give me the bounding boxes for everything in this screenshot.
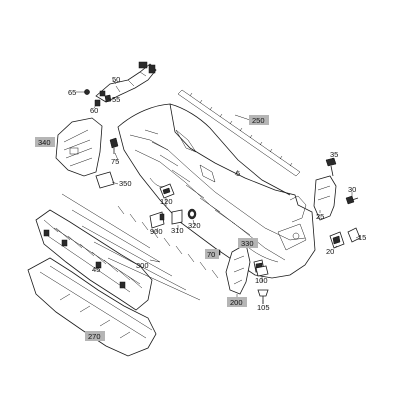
- svg-text:270: 270: [88, 332, 101, 341]
- clip-75[interactable]: [109, 137, 119, 154]
- label-65: 65: [68, 88, 76, 97]
- bolt-35[interactable]: [325, 157, 337, 177]
- clip-55[interactable]: [104, 94, 112, 103]
- label-30: 30: [348, 185, 356, 194]
- svg-text:330: 330: [241, 239, 254, 248]
- leader-lines: [76, 79, 361, 304]
- label-15: 15: [358, 233, 366, 242]
- badge-250: 250: [249, 115, 269, 125]
- clip-60[interactable]: [94, 99, 101, 107]
- diffuser-270[interactable]: [27, 257, 157, 357]
- label-900: 900: [150, 227, 163, 236]
- badge-330: 330: [238, 238, 258, 248]
- label-20: 20: [326, 247, 334, 256]
- label-105: 105: [257, 303, 270, 312]
- holder-20[interactable]: [329, 231, 345, 249]
- label-75: 75: [111, 157, 119, 166]
- label-55: 55: [112, 95, 120, 104]
- label-300: 300: [136, 261, 149, 270]
- sensor-900[interactable]: [149, 211, 165, 229]
- label-35: 35: [330, 150, 338, 159]
- label-50: 50: [112, 75, 120, 84]
- label-5: 5: [236, 169, 240, 178]
- bracket-25[interactable]: [313, 175, 337, 221]
- label-350: 350: [119, 179, 132, 188]
- svg-text:200: 200: [230, 298, 243, 307]
- clip-100[interactable]: [255, 265, 269, 277]
- part-350[interactable]: [95, 171, 115, 189]
- svg-text:70: 70: [207, 250, 215, 259]
- screw-30[interactable]: [345, 195, 359, 205]
- label-310: 310: [171, 226, 184, 235]
- trim-strip-250[interactable]: [177, 89, 301, 177]
- upper-bracket-50[interactable]: [95, 61, 157, 103]
- reinforcement-45[interactable]: [35, 209, 153, 311]
- badge-270: 270: [85, 331, 105, 341]
- part-number-labels: 5 15 20 25 30 35 45 50 55 60 65 75 100 1…: [68, 75, 366, 312]
- badge-340: 340: [35, 137, 55, 147]
- side-plate-340[interactable]: [55, 117, 103, 177]
- label-120: 120: [160, 197, 173, 206]
- svg-text:340: 340: [38, 138, 51, 147]
- badge-200: 200: [227, 297, 247, 307]
- sensor-310[interactable]: [171, 209, 183, 225]
- connector-120[interactable]: [159, 183, 175, 199]
- ring-320[interactable]: [187, 208, 197, 220]
- sensor-15[interactable]: [347, 227, 361, 243]
- label-60: 60: [90, 106, 98, 115]
- label-45: 45: [92, 265, 100, 274]
- label-100: 100: [255, 276, 268, 285]
- badge-70: 70: [205, 249, 219, 259]
- guide-lines-300: [61, 193, 219, 301]
- svg-text:250: 250: [252, 116, 265, 125]
- label-25: 25: [316, 212, 324, 221]
- label-320: 320: [188, 221, 201, 230]
